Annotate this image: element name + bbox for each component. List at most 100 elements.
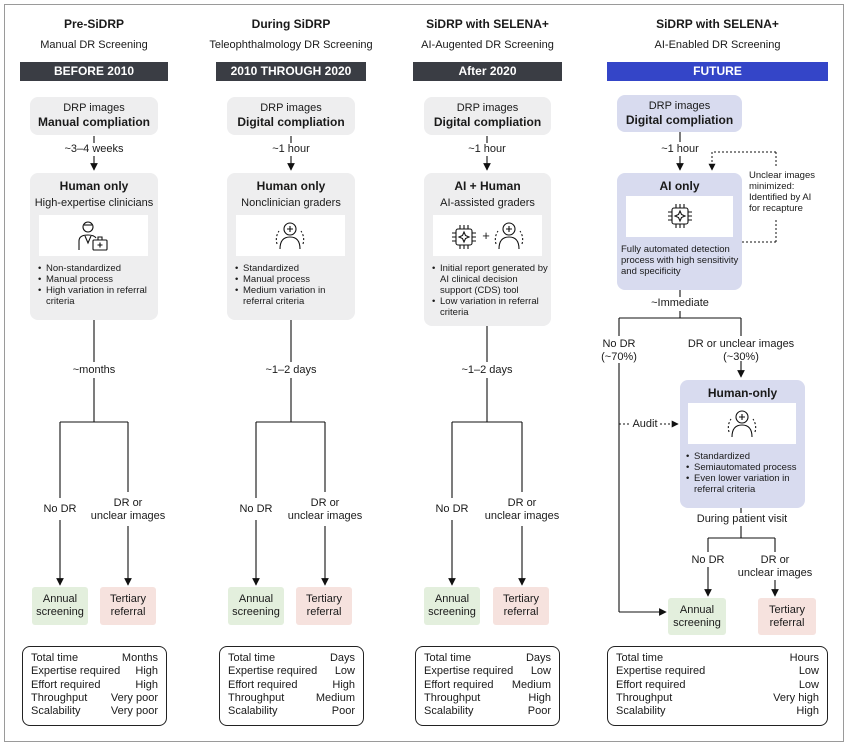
summary-label: Total time [31,652,79,664]
intake-time: ~1 hour [650,143,710,156]
dr-top-line1: DR or unclear images [687,338,795,350]
summary-row: Scalability High [616,705,819,718]
note-line: Identified by AI [749,192,812,203]
grader-bullets: Standardized Manual process Medium varia… [235,263,353,307]
note-line: minimized: [749,181,795,192]
dr-label-line2: unclear images [90,510,166,522]
column-title: During SiDRP [251,17,331,31]
column-subtitle: AI-Enabled DR Screening [654,39,781,51]
human-grader-icon [725,407,759,441]
summary-value: Low [798,665,819,678]
ai-only-description: Fully automated detection process with h… [621,244,739,277]
period-bar: 2010 THROUGH 2020 [216,62,366,81]
no-dr-label: No DR [691,554,725,566]
summary-value: Very poor [110,691,158,704]
bullet-item: Initial report generated by AI clinical … [432,263,549,296]
summary-label: Throughput [616,691,673,704]
annual-screening-box [668,598,726,635]
summary-label: Effort required [31,678,101,691]
bullet-item: Manual process [38,274,156,285]
intake-box [30,97,158,135]
tertiary-line2: referral [769,617,805,629]
grader-bullets: Initial report generated by AI clinical … [432,263,549,318]
dr-label-line1: DR or [310,497,340,509]
summary-value: Low [798,678,819,691]
summary-value: Poor [527,705,551,718]
intake-box [424,97,551,135]
summary-value: Days [525,652,551,664]
annual-line1: Annual [42,593,78,605]
grader-subtitle: High-expertise clinicians [34,197,154,209]
tertiary-referral-box [758,598,816,635]
grader-subtitle: Nonclinician graders [241,197,341,209]
tertiary-referral-box [493,587,549,625]
dr-label-line1: DR or [507,497,537,509]
dr-label-line2: unclear images [484,510,560,522]
bullet-item: Standardized [235,263,353,274]
tertiary-line2: referral [306,606,342,618]
annual-line2: screening [36,606,84,618]
result-time: ~1–2 days [246,364,336,377]
bullet-item: Manual process [235,274,353,285]
intake-line2: Digital compliation [625,113,734,127]
annual-line1: Annual [679,604,715,616]
dr-top-line2: (~30%) [723,351,759,363]
intake-line2: Digital compliation [237,115,345,129]
summary-value: Medium [315,691,355,704]
column-title: Pre-SiDRP [63,17,125,31]
summary-value: Very poor [110,705,158,718]
summary-value: Poor [331,705,355,718]
intake-line1: DRP images [260,102,322,114]
period-bar: After 2020 [413,62,562,81]
annual-line1: Annual [434,593,470,605]
bullet-item: High variation in referral criteria [38,285,156,307]
no-dr-label: No DR [239,503,273,515]
summary-value: High [796,705,819,718]
annual-line2: screening [232,606,280,618]
grader-title: Human only [256,179,326,193]
summary-value: Low [334,665,355,678]
annual-screening-box [424,587,480,625]
immediate-label: ~Immediate [645,297,715,310]
summary-label: Scalability [616,705,666,718]
no-dr-top-line1: No DR [602,338,636,350]
intake-line2: Manual compliation [37,115,150,129]
annual-line2: screening [673,617,721,629]
column-subtitle: AI-Augented DR Screening [421,39,554,51]
summary-label: Effort required [228,678,298,691]
summary-label: Throughput [31,691,88,704]
summary-label: Expertise required [424,665,514,678]
intake-box [227,97,355,135]
column-subtitle: Manual DR Screening [40,39,148,51]
intake-time: ~1 hour [255,143,327,156]
audit-label: Audit [632,418,658,430]
annual-screening-box [32,587,88,625]
ai-only-title: AI only [659,179,700,193]
summary-value: High [135,678,158,691]
patient-visit-label: During patient visit [686,513,798,526]
bullet-item: Non-standardized [38,263,156,274]
summary-value: Hours [789,652,819,664]
human-grader-icon [273,219,307,253]
bullet-item: Standardized [686,451,802,462]
ai-chip-icon [450,223,478,251]
note-line: Unclear images [749,170,815,181]
summary-value: Medium [511,678,551,691]
summary-value: High [528,691,551,704]
column-title: SiDRP with SELENA+ [426,17,549,31]
summary-row: Effort required High [31,679,158,692]
human-grader-icon [492,219,526,253]
dr-label-line1: DR or [760,554,790,566]
period-bar: FUTURE [607,62,828,81]
